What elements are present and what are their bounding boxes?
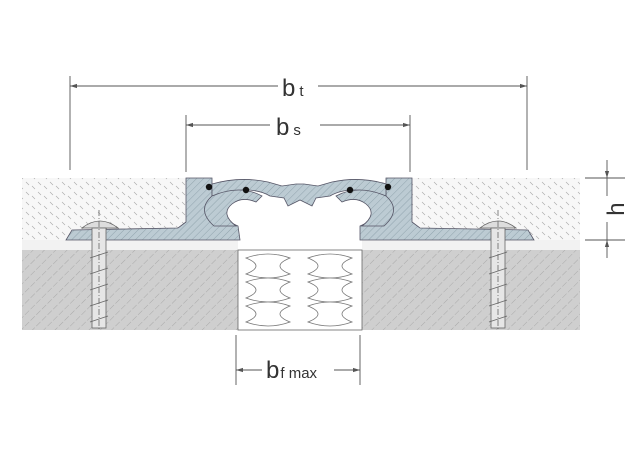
h-label: h: [603, 202, 630, 215]
screw-left: [80, 210, 120, 330]
insulation-filler: [237, 249, 363, 331]
seal-dots: [205, 183, 392, 194]
screw-right: [478, 210, 518, 330]
bedding-left: [22, 240, 238, 250]
concrete-left: [22, 250, 238, 330]
bedding-right: [362, 240, 580, 250]
concrete-right: [362, 250, 580, 330]
clip-right: [335, 189, 394, 227]
bf-max-label: bf max: [266, 357, 318, 384]
clip-left: [204, 189, 263, 227]
